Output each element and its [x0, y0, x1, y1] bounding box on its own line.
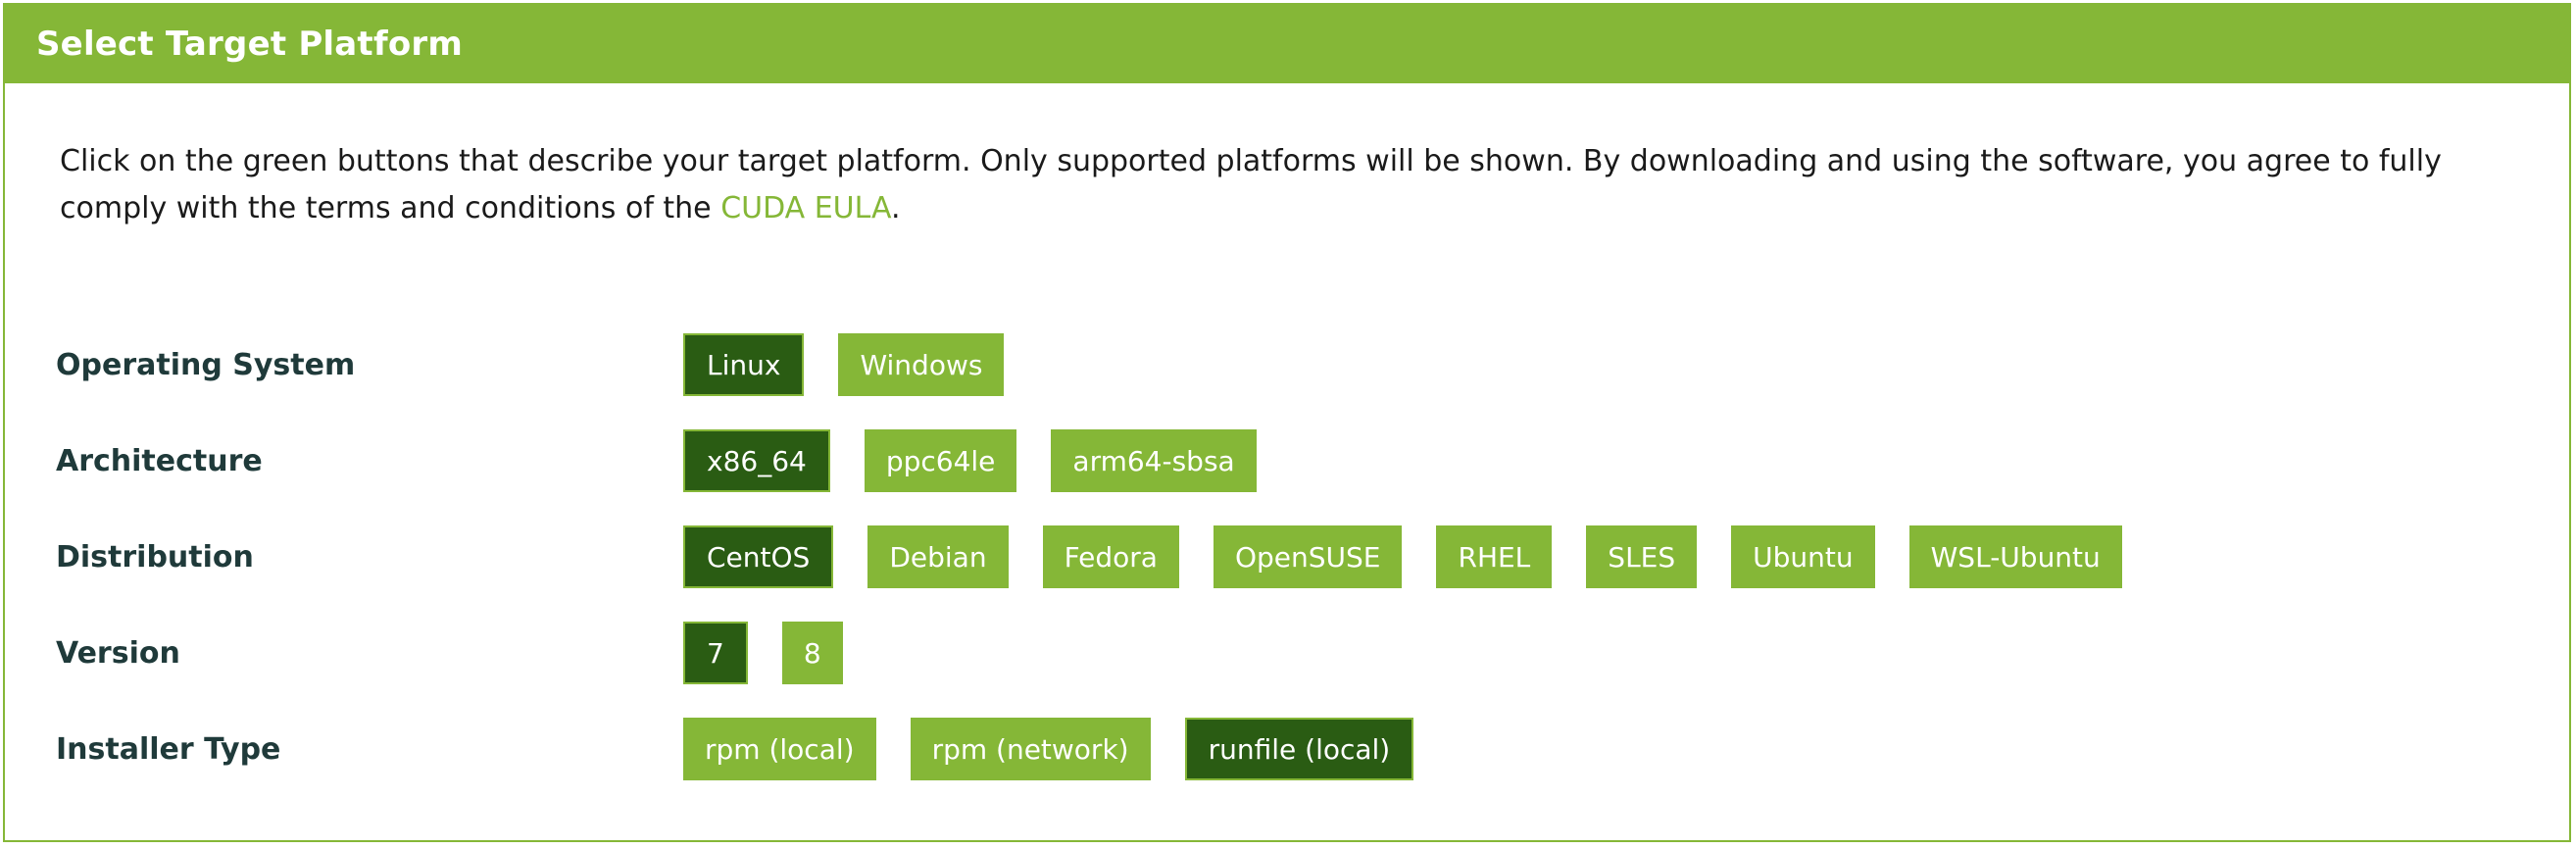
option-ppc64le[interactable]: ppc64le: [864, 429, 1017, 492]
intro-text: Click on the green buttons that describe…: [60, 144, 2442, 225]
row-label-operating-system: Operating System: [56, 347, 356, 382]
row-label-installer-type: Installer Type: [56, 731, 281, 767]
intro-paragraph: Click on the green buttons that describe…: [60, 138, 2530, 232]
option-debian[interactable]: Debian: [867, 525, 1009, 588]
row-label-architecture: Architecture: [56, 443, 263, 478]
option-x86-64[interactable]: x86_64: [683, 429, 830, 492]
option-linux[interactable]: Linux: [683, 333, 805, 396]
option-rhel[interactable]: RHEL: [1436, 525, 1553, 588]
option-ubuntu[interactable]: Ubuntu: [1731, 525, 1875, 588]
options-version: 7 8: [683, 622, 877, 684]
cuda-eula-link[interactable]: CUDA EULA: [720, 191, 892, 225]
row-version: Version 7 8: [56, 621, 877, 685]
row-architecture: Architecture x86_64 ppc64le arm64-sbsa: [56, 428, 1291, 493]
options-architecture: x86_64 ppc64le arm64-sbsa: [683, 429, 1291, 492]
option-windows[interactable]: Windows: [838, 333, 1005, 396]
options-installer-type: rpm (local) rpm (network) runfile (local…: [683, 718, 1448, 780]
option-arm64-sbsa[interactable]: arm64-sbsa: [1051, 429, 1257, 492]
row-label-distribution: Distribution: [56, 539, 254, 574]
row-installer-type: Installer Type rpm (local) rpm (network)…: [56, 717, 1448, 781]
option-opensuse[interactable]: OpenSUSE: [1213, 525, 1403, 588]
option-centos[interactable]: CentOS: [683, 525, 834, 588]
row-distribution: Distribution CentOS Debian Fedora OpenSU…: [56, 524, 2156, 589]
option-fedora[interactable]: Fedora: [1042, 525, 1179, 588]
options-distribution: CentOS Debian Fedora OpenSUSE RHEL SLES …: [683, 525, 2156, 588]
option-rpm-network[interactable]: rpm (network): [910, 718, 1151, 780]
row-operating-system: Operating System Linux Windows: [56, 332, 1038, 397]
option-version-8[interactable]: 8: [781, 622, 843, 684]
option-rpm-local[interactable]: rpm (local): [683, 718, 876, 780]
option-sles[interactable]: SLES: [1586, 525, 1698, 588]
row-label-version: Version: [56, 635, 180, 671]
option-runfile-local[interactable]: runfile (local): [1184, 718, 1414, 780]
select-target-platform-panel: Select Target Platform Click on the gree…: [3, 3, 2571, 842]
option-wsl-ubuntu[interactable]: WSL-Ubuntu: [1908, 525, 2122, 588]
option-version-7[interactable]: 7: [683, 622, 748, 684]
panel-header: Select Target Platform: [5, 5, 2569, 83]
panel-title: Select Target Platform: [36, 25, 464, 64]
intro-text-end: .: [891, 191, 901, 225]
options-operating-system: Linux Windows: [683, 333, 1038, 396]
